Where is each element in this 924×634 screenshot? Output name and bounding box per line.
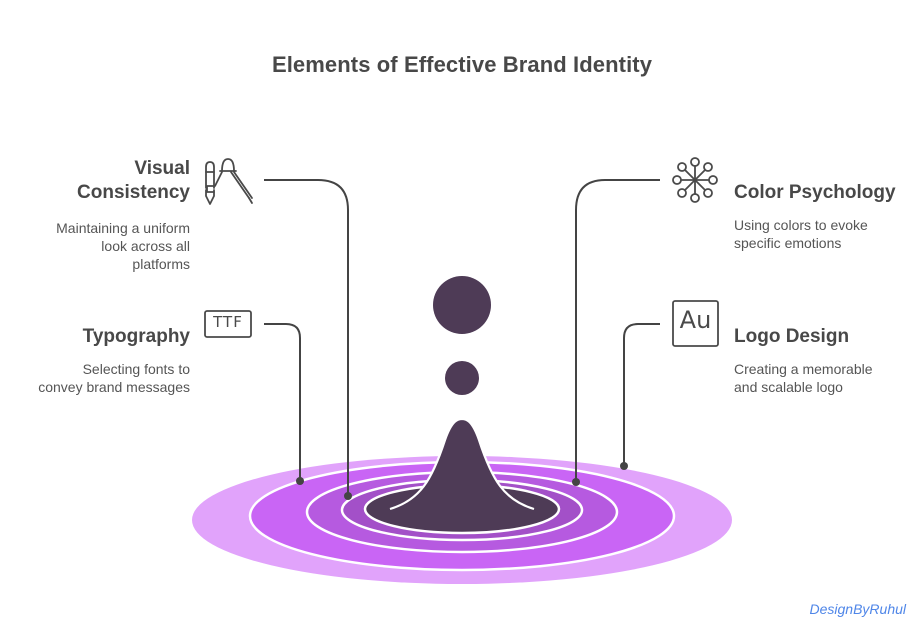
visual-consistency-desc-line2: look across all [101, 238, 190, 254]
connector-color-psychology [575, 179, 660, 482]
color-psychology-desc-line1: Using colors to evoke [734, 217, 868, 233]
droplet-large [433, 276, 491, 334]
connectors [264, 179, 660, 495]
ttf-font-icon [204, 310, 252, 338]
visual-consistency-title: Visual Consistency [40, 157, 190, 205]
logo-design-desc-line1: Creating a memorable [734, 361, 873, 377]
au-badge-icon [672, 300, 719, 347]
splash-peak [390, 419, 534, 509]
network-hub-icon [672, 157, 718, 203]
connector-dot-color-psychology [572, 478, 580, 486]
typography-desc-line1: Selecting fonts to [82, 361, 190, 377]
watermark: DesignByRuhul [809, 601, 907, 617]
visual-consistency-desc-line1: Maintaining a uniform [56, 220, 190, 236]
color-psychology-title: Color Psychology [734, 182, 896, 203]
typography-title: Typography [82, 326, 190, 347]
au-icon-text: Au [679, 306, 712, 334]
visual-consistency-desc: Maintaining a uniform look across all pl… [20, 219, 190, 273]
connector-visual-consistency [264, 179, 349, 495]
logo-design-title: Logo Design [734, 326, 850, 347]
connector-dot-typography [296, 477, 304, 485]
typography-desc: Selecting fonts to convey brand messages [10, 360, 190, 396]
ttf-icon-text: TTF [213, 313, 243, 331]
droplet-small [445, 361, 479, 395]
connector-dot-visual-consistency [344, 492, 352, 500]
typography-desc-line2: convey brand messages [38, 379, 190, 395]
logo-design-desc: Creating a memorable and scalable logo [734, 360, 873, 396]
drafting-compass-pencil-icon [205, 158, 253, 205]
splash-peak-outline [389, 417, 535, 511]
connector-dot-logo-design [620, 462, 628, 470]
connector-typography [264, 323, 301, 480]
visual-consistency-desc-line3: platforms [132, 256, 190, 272]
color-psychology-desc-line2: specific emotions [734, 235, 842, 251]
logo-design-desc-line2: and scalable logo [734, 379, 843, 395]
visual-consistency-title-line1: Visual [134, 158, 190, 179]
connector-logo-design [623, 323, 660, 466]
visual-consistency-title-line2: Consistency [77, 182, 190, 203]
color-psychology-desc: Using colors to evoke specific emotions [734, 216, 868, 252]
page-title: Elements of Effective Brand Identity [271, 52, 653, 77]
